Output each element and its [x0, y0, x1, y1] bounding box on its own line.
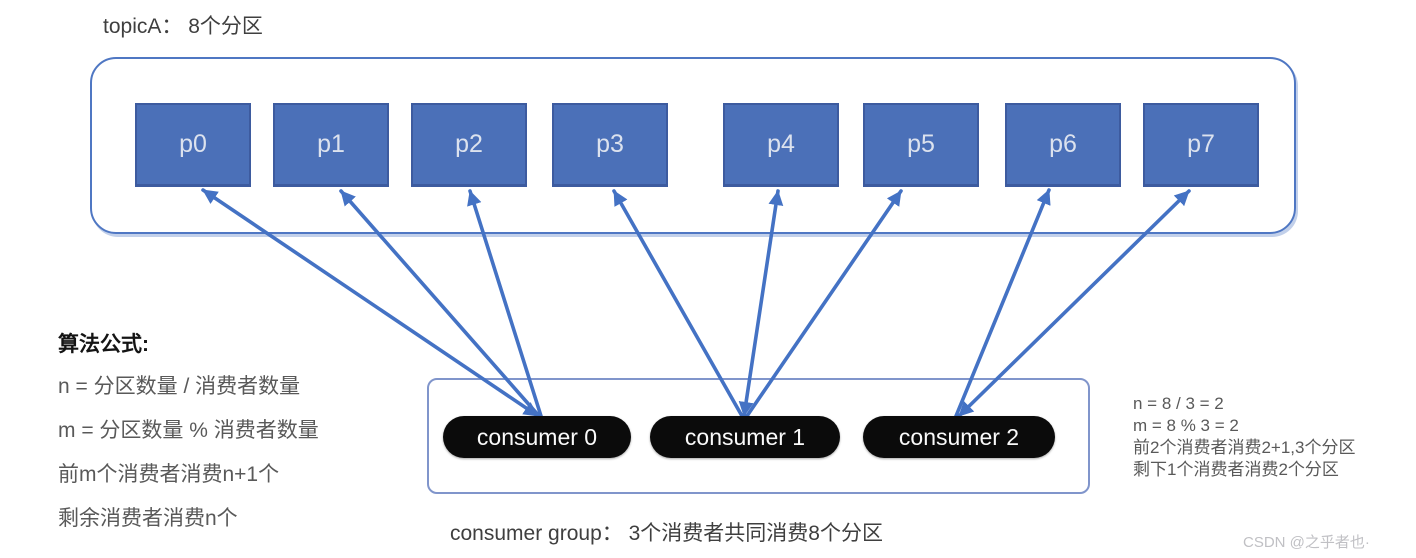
partition-p3: p3	[552, 103, 668, 187]
arrow-c1-p3	[612, 189, 744, 418]
arrow-c2-p7	[957, 189, 1191, 418]
topic-container-box	[90, 57, 1296, 234]
example-line-2: m = 8 % 3 = 2	[1133, 416, 1239, 435]
topic-title: topicA： 8个分区	[103, 15, 263, 38]
algorithm-line-1: n = 分区数量 / 消费者数量	[58, 375, 301, 398]
partition-p0: p0	[135, 103, 251, 187]
consumer-group-caption: consumer group： 3个消费者共同消费8个分区	[450, 522, 883, 545]
consumer-0-pill: consumer 0	[443, 416, 631, 458]
arrow-c2-p6	[954, 188, 1051, 418]
example-line-3: 前2个消费者消费2+1,3个分区	[1133, 438, 1356, 457]
partition-p6: p6	[1005, 103, 1121, 187]
partition-p5: p5	[863, 103, 979, 187]
arrow-c0-p1	[339, 189, 541, 418]
consumer-2-pill: consumer 2	[863, 416, 1055, 458]
consumer-1-pill: consumer 1	[650, 416, 840, 458]
algorithm-line-2: m = 分区数量 % 消费者数量	[58, 419, 319, 442]
arrow-c0-p0	[201, 188, 540, 418]
partition-p7: p7	[1143, 103, 1259, 187]
arrow-c0-p2	[467, 189, 543, 418]
algorithm-line-3: 前m个消费者消费n+1个	[58, 463, 280, 486]
partition-p2: p2	[411, 103, 527, 187]
watermark: CSDN @之乎者也·	[1243, 534, 1370, 551]
example-block: n = 8 / 3 = 2 m = 8 % 3 = 2 前2个消费者消费2+1,…	[1133, 393, 1355, 481]
algorithm-line-4: 剩余消费者消费n个	[58, 507, 238, 530]
arrow-c1-p5	[745, 189, 903, 418]
example-line-1: n = 8 / 3 = 2	[1133, 394, 1224, 413]
partition-p4: p4	[723, 103, 839, 187]
example-line-4: 剩下1个消费者消费2个分区	[1133, 460, 1339, 479]
arrow-c1-p4	[738, 189, 784, 418]
algorithm-heading: 算法公式:	[58, 333, 149, 356]
algorithm-block: 算法公式: n = 分区数量 / 消费者数量 m = 分区数量 % 消费者数量 …	[58, 328, 319, 548]
partition-p1: p1	[273, 103, 389, 187]
